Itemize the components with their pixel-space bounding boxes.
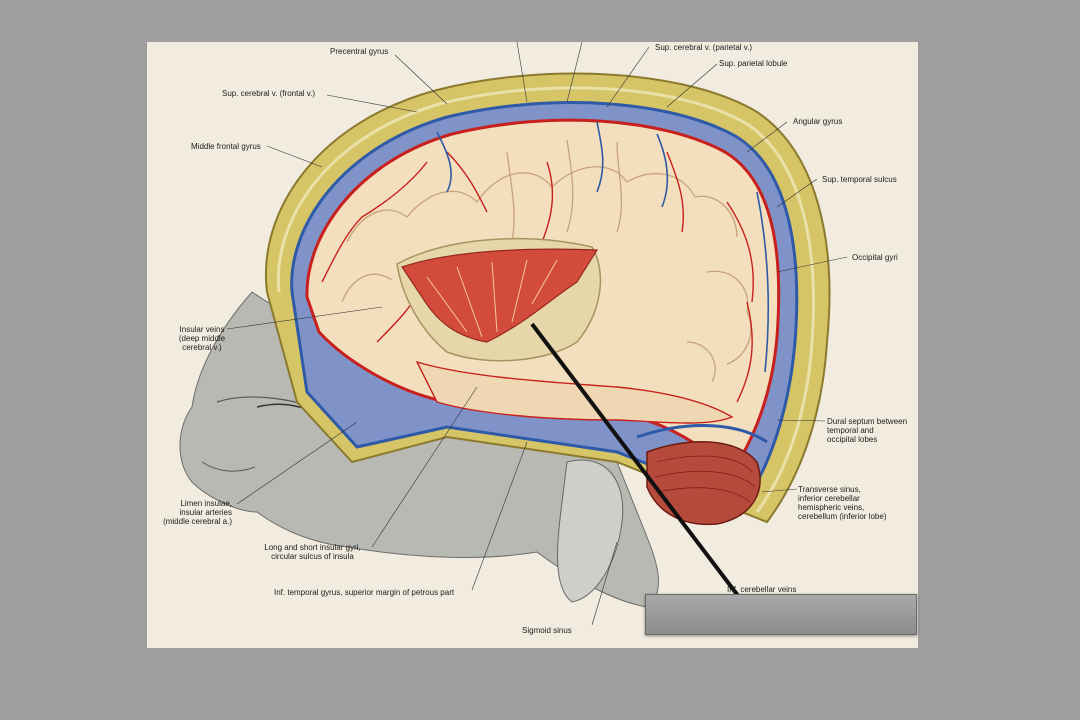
label-precentral-gyrus: Precentral gyrus xyxy=(330,47,389,56)
temporal-lobe xyxy=(415,360,734,424)
cerebellum xyxy=(646,441,761,526)
answer-box[interactable] xyxy=(645,594,917,635)
label-angular-gyrus: Angular gyrus xyxy=(793,117,843,126)
anatomy-plate: Precentral gyrus Sup. cerebral v. (parie… xyxy=(147,42,918,648)
label-sup-cerebral-parietal: Sup. cerebral v. (parietal v.) xyxy=(655,43,753,52)
ear xyxy=(557,459,624,603)
label-sup-parietal-lobule: Sup. parietal lobule xyxy=(719,59,788,68)
label-sup-temporal-sulcus: Sup. temporal sulcus xyxy=(822,175,897,184)
label-long-short-insular: Long and short insular gyri, circular su… xyxy=(264,543,361,561)
label-sigmoid-sinus: Sigmoid sinus xyxy=(522,626,572,635)
label-transverse-sinus: Transverse sinus, inferior cerebellar he… xyxy=(798,485,887,521)
label-limen-insulae: Limen insulae, insular arteries (middle … xyxy=(163,499,232,526)
label-dural-septum: Dural septum between temporal and occipi… xyxy=(827,417,908,444)
label-middle-frontal-gyrus: Middle frontal gyrus xyxy=(191,142,261,151)
cortical-veins xyxy=(436,121,770,373)
pointer-stick xyxy=(530,322,741,599)
label-inf-temporal-gyrus: Inf. temporal gyrus, superior margin of … xyxy=(274,588,455,597)
label-sup-cerebral-frontal: Sup. cerebral v. (frontal v.) xyxy=(222,89,316,98)
label-occipital-gyri: Occipital gyri xyxy=(852,253,898,262)
insula-arteries xyxy=(401,248,599,343)
transverse-sinus xyxy=(636,424,768,444)
label-inf-cerebellar-veins: Inf. cerebellar veins xyxy=(727,585,797,594)
cerebellar-folia xyxy=(654,455,756,503)
label-insular-veins: Insular veins (deep middle cerebral v.) xyxy=(178,325,226,352)
insular-gyri xyxy=(426,259,558,338)
leader-lines xyxy=(226,42,848,626)
brain-illustration xyxy=(179,42,848,626)
